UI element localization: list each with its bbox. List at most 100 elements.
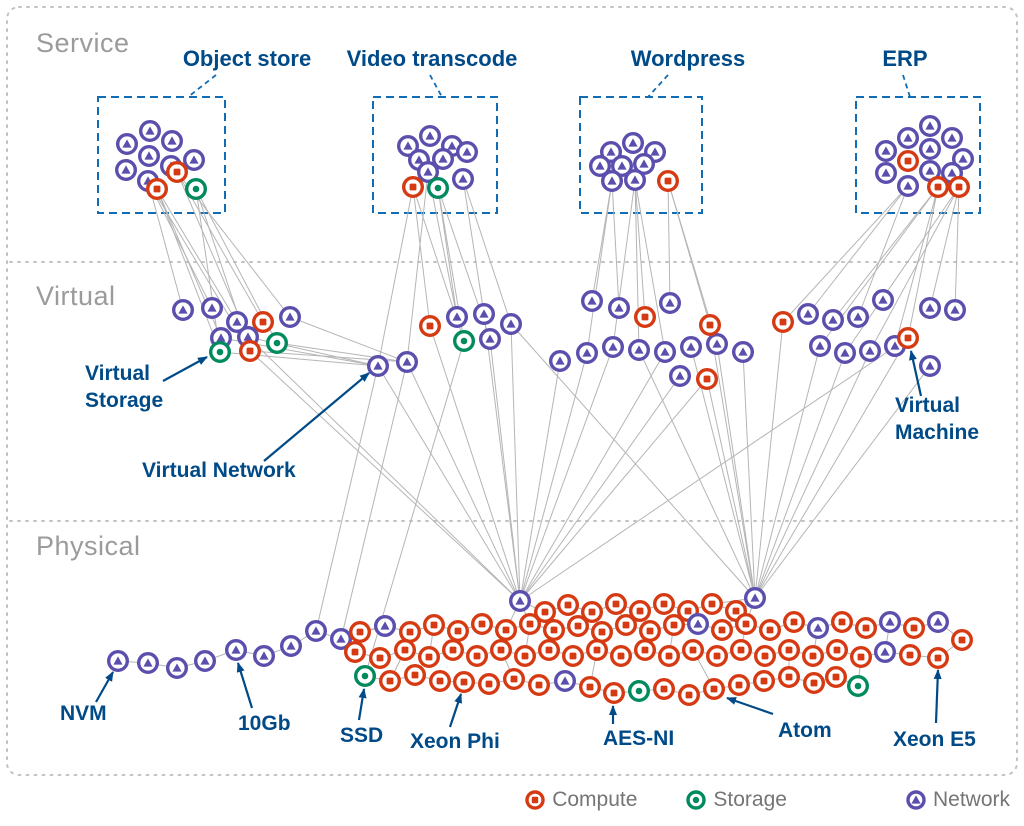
service-label-video-transcode: Video transcode (347, 46, 518, 71)
network-node (846, 305, 870, 329)
edge (807, 185, 909, 315)
compute-node (145, 177, 169, 201)
network-glyph (479, 309, 489, 318)
compute-node (477, 672, 501, 696)
compute-glyph (401, 646, 409, 654)
edge (869, 186, 960, 352)
network-glyph (840, 348, 850, 357)
compute-node (614, 613, 638, 637)
network-glyph (438, 154, 448, 163)
compute-glyph (684, 607, 692, 615)
network-glyph (881, 146, 891, 155)
edge (832, 186, 939, 321)
compute-glyph (785, 646, 793, 654)
compute-glyph (550, 626, 558, 634)
compute-glyph (449, 646, 457, 654)
compute-node (753, 644, 777, 668)
compute-glyph (521, 652, 529, 660)
layer-label-physical: Physical (36, 531, 141, 561)
compute-glyph (785, 673, 793, 681)
compute-node (677, 683, 701, 707)
network-node (918, 114, 942, 138)
annotation-arrow-virtual-network (263, 372, 370, 462)
network-node (808, 334, 832, 358)
compute-node (830, 610, 854, 634)
legend-label-storage: Storage (713, 788, 787, 811)
compute-glyph (173, 168, 181, 176)
compute-glyph (473, 652, 481, 660)
network-node (171, 298, 195, 322)
legend-item-network: Network (905, 788, 1010, 812)
compute-node (802, 671, 826, 695)
compute-glyph (259, 318, 267, 326)
network-glyph (617, 161, 627, 170)
storage-node (452, 329, 476, 353)
compute-glyph (436, 677, 444, 685)
compute-glyph (713, 652, 721, 660)
annotation-label-xeon-phi: Xeon Phi (410, 730, 500, 753)
network-glyph (925, 121, 935, 130)
edge (716, 343, 756, 599)
annotation-label-nvm: NVM (60, 702, 107, 725)
nodes (106, 114, 975, 707)
compute-node (417, 645, 441, 669)
compute-node (494, 618, 518, 642)
network-glyph (414, 155, 424, 164)
compute-glyph (598, 628, 606, 636)
network-glyph (880, 647, 890, 656)
compute-node (758, 618, 782, 642)
network-glyph (485, 334, 495, 343)
network-glyph (813, 623, 823, 632)
compute-node (566, 614, 590, 638)
compute-glyph (689, 646, 697, 654)
compute-glyph (958, 636, 966, 644)
compute-node (777, 665, 801, 689)
diagram-border (6, 6, 1018, 776)
annotation-arrow-nvm (95, 671, 114, 703)
compute-node (422, 613, 446, 637)
edge (377, 186, 414, 367)
edge (754, 352, 846, 599)
network-node (632, 152, 656, 176)
compute-glyph (706, 321, 714, 329)
network-glyph (650, 147, 660, 156)
edge (429, 325, 521, 602)
compute-glyph (934, 183, 942, 191)
network-node (821, 308, 845, 332)
service-leader-object-store (187, 74, 217, 98)
edge (690, 346, 756, 599)
edge (754, 321, 784, 599)
compute-glyph (934, 654, 942, 662)
storage-node (265, 331, 289, 355)
network-node (833, 341, 857, 365)
edge (709, 324, 756, 599)
compute-glyph (502, 626, 510, 634)
network-glyph (172, 663, 182, 672)
network-node (165, 656, 189, 680)
network-node (416, 160, 440, 184)
edge (519, 375, 681, 602)
storage-node (353, 664, 377, 688)
compute-node (727, 673, 751, 697)
edge (156, 188, 221, 353)
network-glyph (336, 634, 346, 643)
service-leader-video-transcode (429, 74, 443, 98)
legend-item-compute: Compute (524, 788, 637, 812)
compute-glyph (612, 600, 620, 608)
network-glyph (947, 133, 957, 142)
compute-glyph (710, 685, 718, 693)
compute-glyph (708, 600, 716, 608)
compute-glyph (685, 691, 693, 699)
network-node (431, 147, 455, 171)
network-glyph (614, 303, 624, 312)
network-node (553, 669, 577, 693)
edge (586, 180, 613, 354)
network-glyph (243, 332, 253, 341)
network-glyph (555, 356, 565, 365)
network-node (943, 298, 967, 322)
network-glyph (865, 346, 875, 355)
compute-icon (524, 789, 546, 811)
network-glyph (403, 141, 413, 150)
